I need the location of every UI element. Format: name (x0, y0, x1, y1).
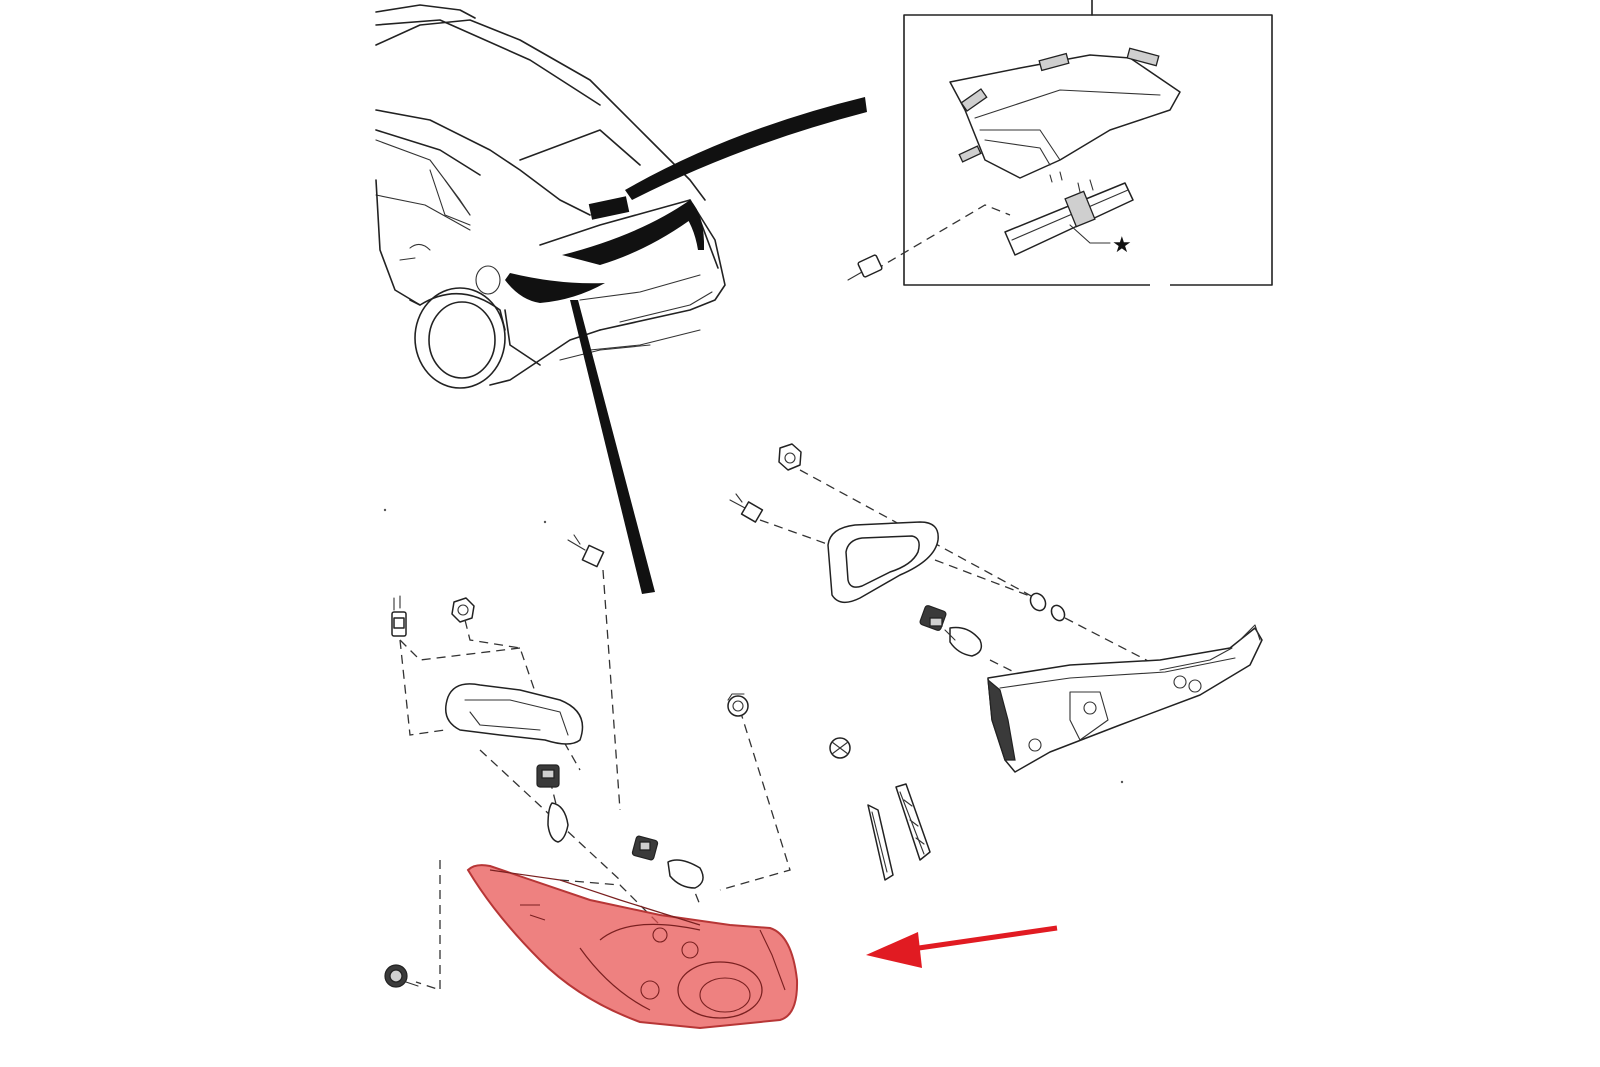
outer-lamp-socket-2 (631, 835, 659, 861)
nut-fastener-left (451, 597, 475, 623)
push-pin-fastener (829, 737, 851, 759)
nut-fastener-upper (778, 443, 802, 471)
connector-center (567, 534, 605, 568)
connector-plug (847, 254, 883, 281)
car-rear-illustration (375, 4, 867, 594)
high-mount-stop-lamp-inset: ★ (847, 0, 1273, 287)
outer-lamp-bulb-1 (547, 802, 569, 843)
callout-star-marker: ★ (1112, 233, 1132, 258)
screw-fastener (384, 964, 419, 988)
trim-strip-1 (867, 804, 894, 881)
outer-lamp-bulb-2 (667, 859, 704, 889)
inner-lamp-socket (919, 605, 947, 631)
outer-tail-lamp-red-fill (466, 864, 799, 1030)
washer-1 (1029, 592, 1047, 612)
washer-2 (1050, 604, 1066, 622)
outer-lamp-gasket (445, 683, 584, 745)
connector-left (391, 595, 407, 637)
red-indicator-arrow (866, 925, 1058, 968)
outer-tail-lamp-highlighted[interactable] (466, 864, 799, 1030)
outer-tail-lamp-group (384, 534, 1058, 1030)
inner-lamp-bulb (944, 626, 983, 657)
outer-lamp-socket-1 (536, 764, 560, 788)
inner-lamp-gasket (827, 521, 939, 604)
clip-fastener (727, 693, 749, 717)
trim-strip-2 (895, 783, 931, 861)
connector-inner (729, 493, 764, 523)
inner-tail-lamp-body (987, 624, 1263, 773)
inner-tail-lamp-group (729, 443, 1263, 773)
